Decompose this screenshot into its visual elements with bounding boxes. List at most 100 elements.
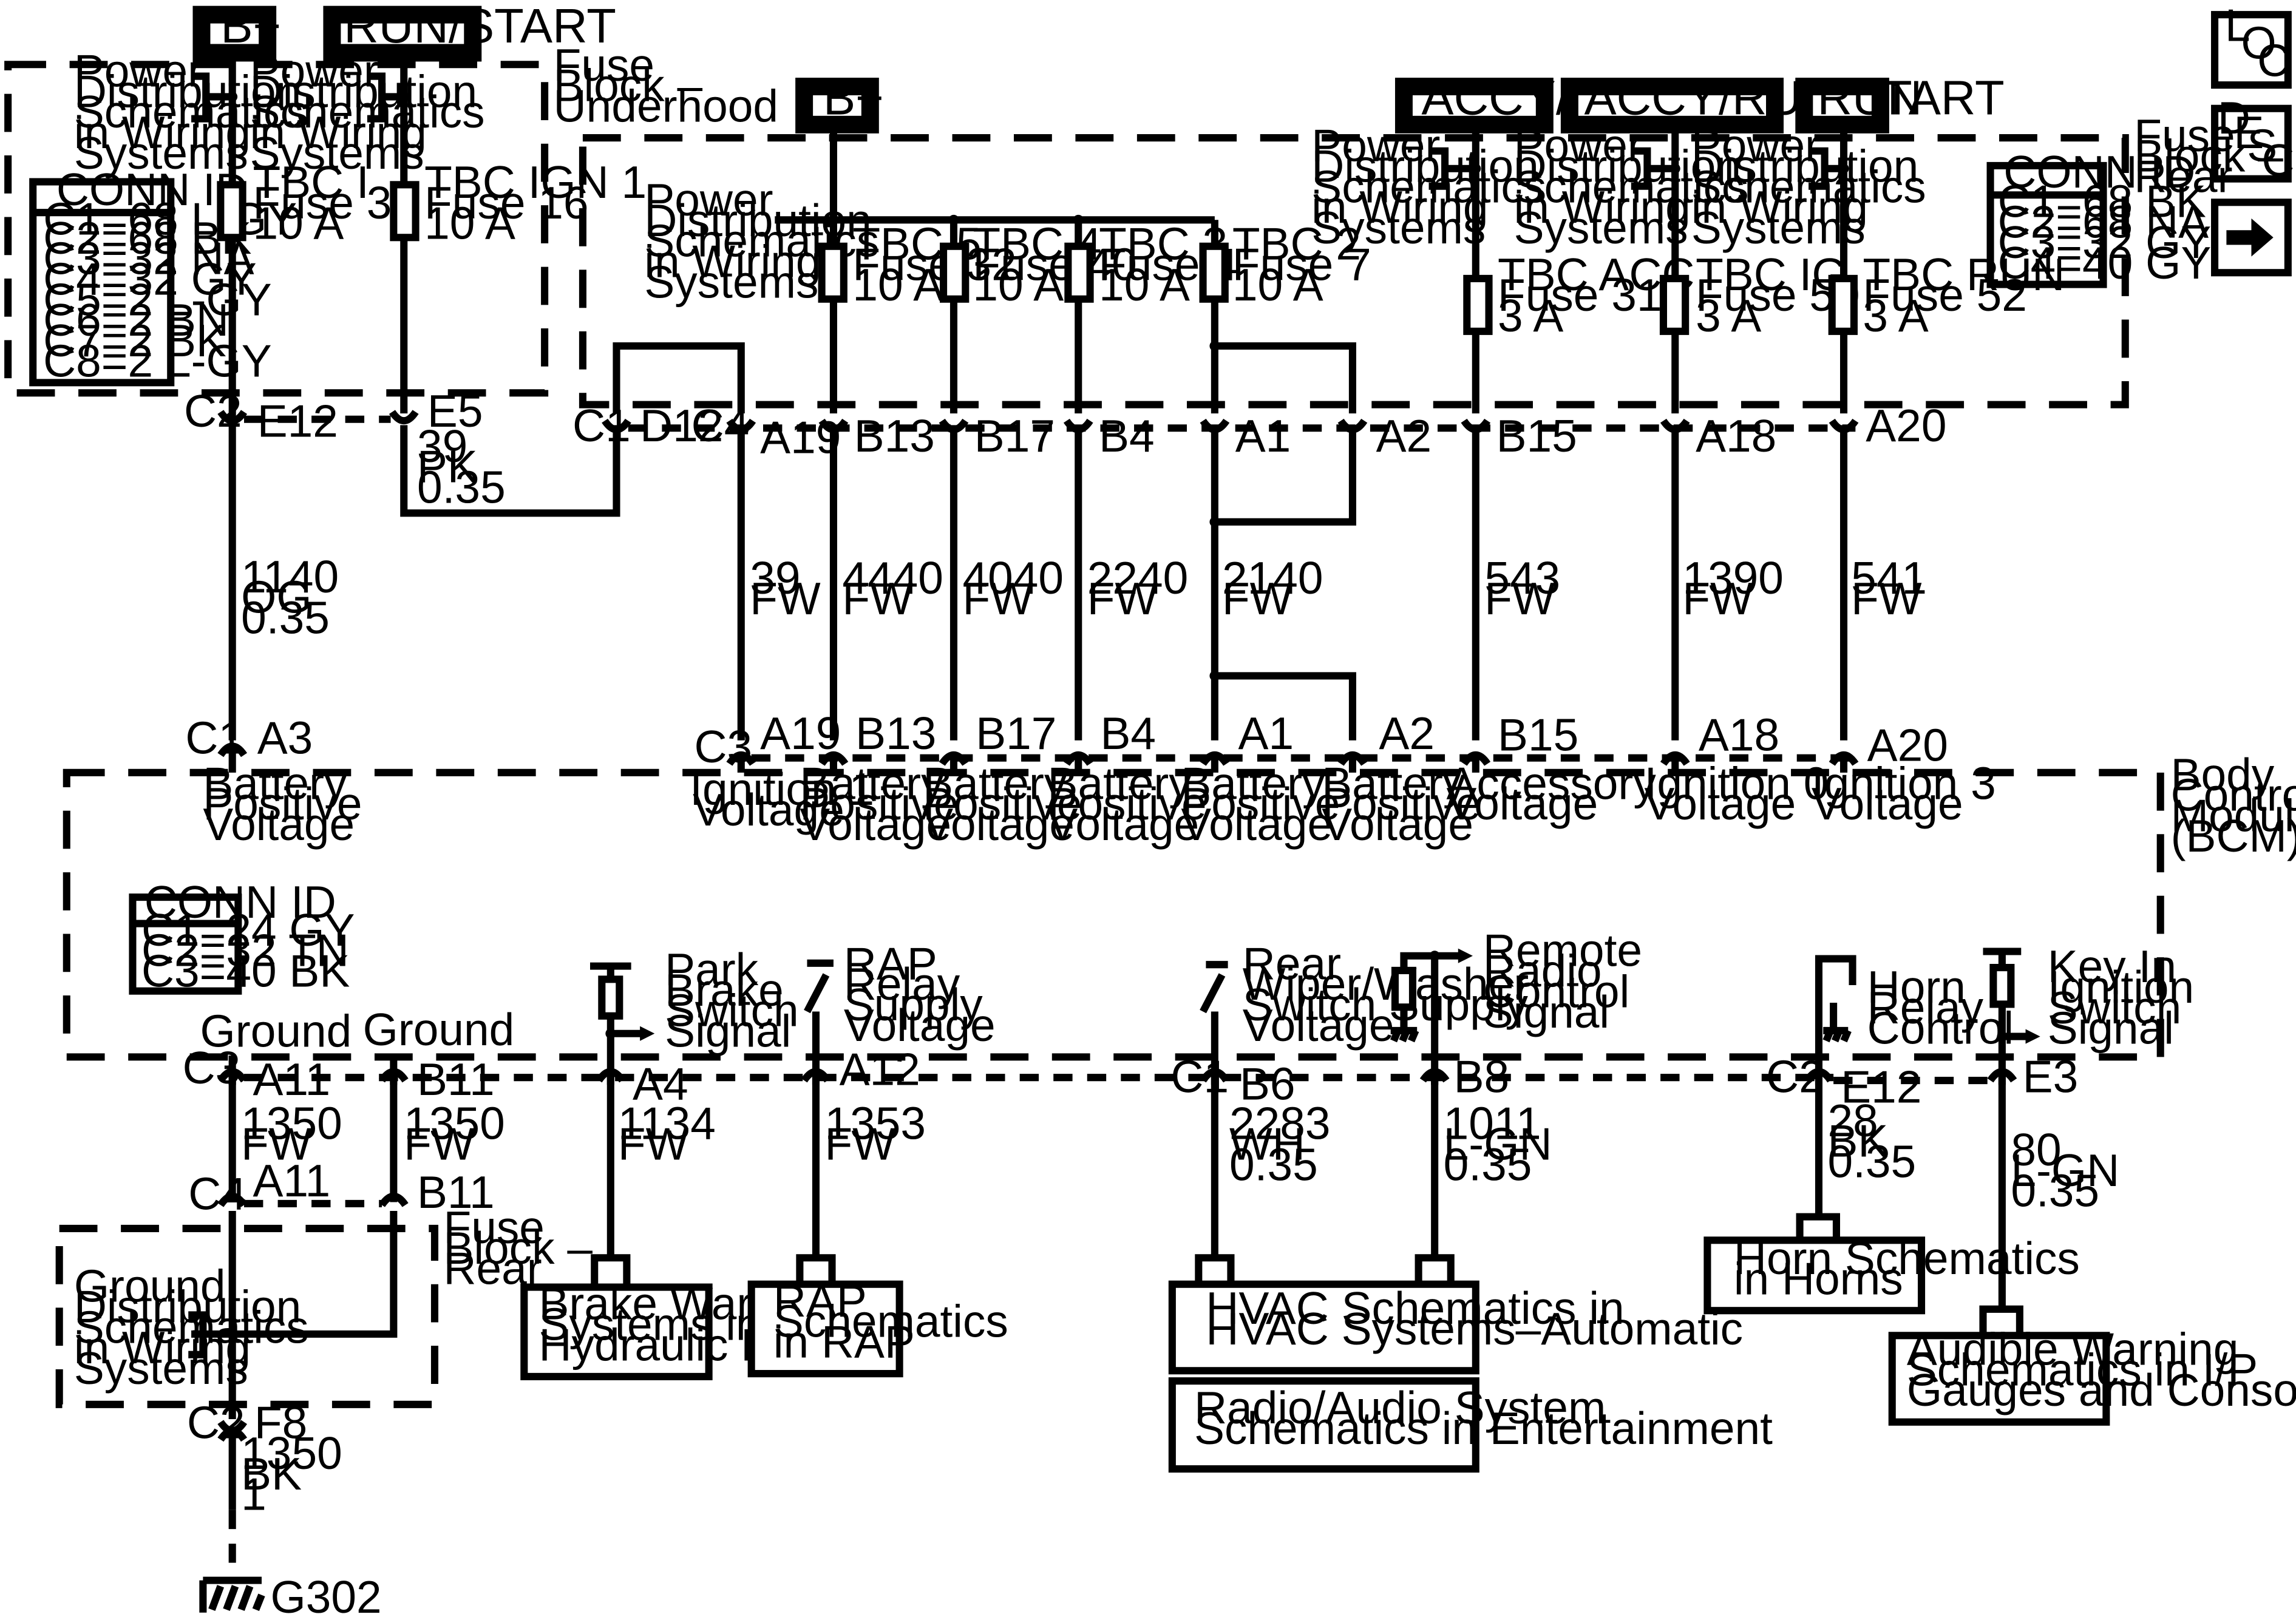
- ref-audible-warning[interactable]: Audible Warning Schematics in I/P Gauges…: [1888, 1324, 2296, 1426]
- svg-text:C1: C1: [185, 712, 243, 763]
- svg-text:B4: B4: [1099, 410, 1155, 461]
- ref-brake-warning[interactable]: Brake Warning Systems in Hydraulic Brake…: [520, 1278, 882, 1380]
- svg-text:BK: BK: [1827, 1116, 1888, 1167]
- rap-relay-supply-circuit: RAP Relay Supply Voltage: [804, 938, 996, 1085]
- bcm-input-ignition3: Ignition 3 Voltage: [1812, 758, 1996, 829]
- svg-text:Voltage: Voltage: [800, 799, 951, 850]
- ref-horn-schematics[interactable]: Horn Schematics in Horns: [1703, 1233, 2080, 1315]
- svg-text:Ground: Ground: [200, 1005, 352, 1056]
- svg-text:B17: B17: [974, 410, 1055, 461]
- ref-hvac-schematics[interactable]: HVAC Schematics in HVAC Systems–Automati…: [1168, 1280, 1743, 1375]
- fuse-tbc-ign1: TBC IGN 1 Fuse 16 10 A: [390, 157, 647, 249]
- svg-text:Voltage: Voltage: [203, 799, 355, 850]
- svg-text:Rear: Rear: [1243, 938, 1341, 989]
- svg-text:2240: 2240: [1087, 552, 1189, 603]
- loc-button[interactable]: L O C: [2211, 0, 2292, 89]
- svg-text:Schematics: Schematics: [74, 1301, 309, 1352]
- svg-text:BK: BK: [241, 1448, 302, 1499]
- svg-text:0.35: 0.35: [2011, 1165, 2099, 1216]
- ref-rap-schematics[interactable]: RAP Schematics in RAP: [747, 1275, 1008, 1378]
- svg-text:C2: C2: [187, 1397, 245, 1448]
- svg-text:C1: C1: [572, 400, 631, 451]
- svg-text:FW: FW: [404, 1118, 475, 1169]
- svg-text:A1: A1: [1235, 410, 1291, 461]
- svg-text:Fuse: Fuse: [554, 39, 654, 90]
- svg-text:FW: FW: [750, 573, 821, 624]
- svg-text:Wiper/Washer: Wiper/Washer: [1243, 958, 1529, 1009]
- svg-text:C1=68 BK: C1=68 BK: [1998, 175, 2206, 226]
- svg-text:A3: A3: [257, 712, 313, 763]
- svg-text:C2: C2: [184, 385, 242, 436]
- svg-text:Fuse 16: Fuse 16: [424, 177, 589, 228]
- bcm-input-battery: Battery Positive Voltage: [203, 758, 362, 850]
- power-distribution-ref: Power Distribution Schematics in Wiring …: [250, 45, 485, 178]
- svg-text:0.35: 0.35: [417, 461, 506, 512]
- svg-text:Voltage: Voltage: [1243, 1000, 1394, 1051]
- svg-text:10 A: 10 A: [973, 259, 1064, 310]
- power-source-run-start: RUN/START: [323, 0, 616, 62]
- svg-text:B+: B+: [220, 0, 281, 53]
- svg-text:Distribution: Distribution: [74, 66, 301, 117]
- svg-text:C4: C4: [188, 1168, 246, 1219]
- next-page-button[interactable]: [2211, 198, 2292, 277]
- svg-text:E12: E12: [1841, 1061, 1921, 1112]
- svg-text:0.35: 0.35: [241, 592, 330, 643]
- svg-text:Signal: Signal: [665, 1005, 791, 1056]
- ref-radio-audio[interactable]: Radio/Audio System Schematics in Enterta…: [1168, 1377, 1773, 1473]
- svg-text:Module: Module: [2171, 790, 2296, 841]
- svg-text:Battery: Battery: [923, 758, 1067, 808]
- svg-text:Audible Warning: Audible Warning: [1907, 1324, 2239, 1375]
- svg-text:C4=40 GY: C4=40 GY: [1998, 237, 2212, 288]
- svg-text:Control: Control: [1867, 1003, 2014, 1054]
- key-in-ignition-circuit: Key In Ignition Switch Signal: [1983, 941, 2194, 1085]
- svg-text:Ignition 3: Ignition 3: [1812, 758, 1996, 808]
- svg-text:C3=40 BK: C3=40 BK: [141, 945, 350, 996]
- power-distribution-ref: Power Distribution Schematics in Wiring …: [74, 45, 309, 178]
- svg-text:in Wiring: in Wiring: [1311, 181, 1488, 232]
- power-distribution-ref: Power Distribution Schematics in Wiring …: [1691, 120, 1926, 253]
- svg-text:in Wiring: in Wiring: [74, 107, 251, 158]
- svg-text:3 A: 3 A: [1863, 290, 1928, 341]
- svg-text:Horn Schematics: Horn Schematics: [1734, 1233, 2080, 1284]
- svg-text:Block –: Block –: [443, 1222, 593, 1273]
- svg-text:in Wiring: in Wiring: [1691, 181, 1868, 232]
- svg-text:Distribution: Distribution: [1691, 140, 1918, 191]
- svg-text:A19: A19: [760, 412, 841, 463]
- svg-text:Ignition 1: Ignition 1: [690, 764, 874, 815]
- svg-text:Signal: Signal: [2048, 1003, 2174, 1054]
- svg-text:Fuse: Fuse: [2134, 110, 2235, 161]
- svg-text:Schematics in I/P: Schematics in I/P: [1907, 1344, 2258, 1395]
- svg-text:CONN ID: CONN ID: [144, 876, 336, 927]
- svg-text:A20: A20: [1866, 400, 1946, 451]
- svg-text:Fuse 31: Fuse 31: [1498, 270, 1662, 320]
- svg-text:Power: Power: [74, 45, 203, 96]
- svg-text:A20: A20: [1867, 720, 1948, 771]
- svg-text:Positive: Positive: [1322, 778, 1481, 829]
- arrow-right-icon: [2226, 218, 2274, 257]
- desc-button[interactable]: D E S C: [2211, 92, 2294, 186]
- svg-text:in RAP: in RAP: [773, 1317, 915, 1368]
- svg-text:A12: A12: [840, 1043, 920, 1094]
- power-distribution-ref: Power Distribution Schematics in Wiring …: [644, 174, 879, 307]
- svg-text:80: 80: [2011, 1124, 2061, 1175]
- svg-text:Switch Supply: Switch Supply: [1243, 979, 1529, 1030]
- svg-text:L-GN: L-GN: [1444, 1118, 1552, 1169]
- svg-text:Radio/Audio System: Radio/Audio System: [1194, 1382, 1606, 1433]
- bcm-input-battery: Battery Positive Voltage: [1048, 758, 1207, 850]
- svg-text:Ground: Ground: [363, 1004, 515, 1055]
- svg-text:FW: FW: [824, 1118, 895, 1169]
- rear-wiper-switch-circuit: Rear Wiper/Washer Switch Supply Voltage: [1200, 938, 1529, 1085]
- svg-text:1011: 1011: [1444, 1098, 1541, 1149]
- svg-text:Distribution: Distribution: [1514, 140, 1741, 191]
- svg-text:A2: A2: [1379, 708, 1435, 759]
- svg-text:543: 543: [1484, 552, 1560, 603]
- svg-text:FW: FW: [1851, 573, 1922, 624]
- svg-text:C2=68 BK: C2=68 BK: [43, 212, 251, 263]
- svg-text:Voltage: Voltage: [1446, 778, 1598, 829]
- svg-text:L-GN: L-GN: [2011, 1145, 2119, 1196]
- svg-text:C7=2 BK: C7=2 BK: [43, 315, 226, 366]
- svg-text:Voltage: Voltage: [1812, 778, 1963, 829]
- svg-text:CONN ID: CONN ID: [2003, 146, 2195, 197]
- body-control-module: Body Control Module (BCM) C1 A3 C3 A19 B…: [63, 708, 2296, 1085]
